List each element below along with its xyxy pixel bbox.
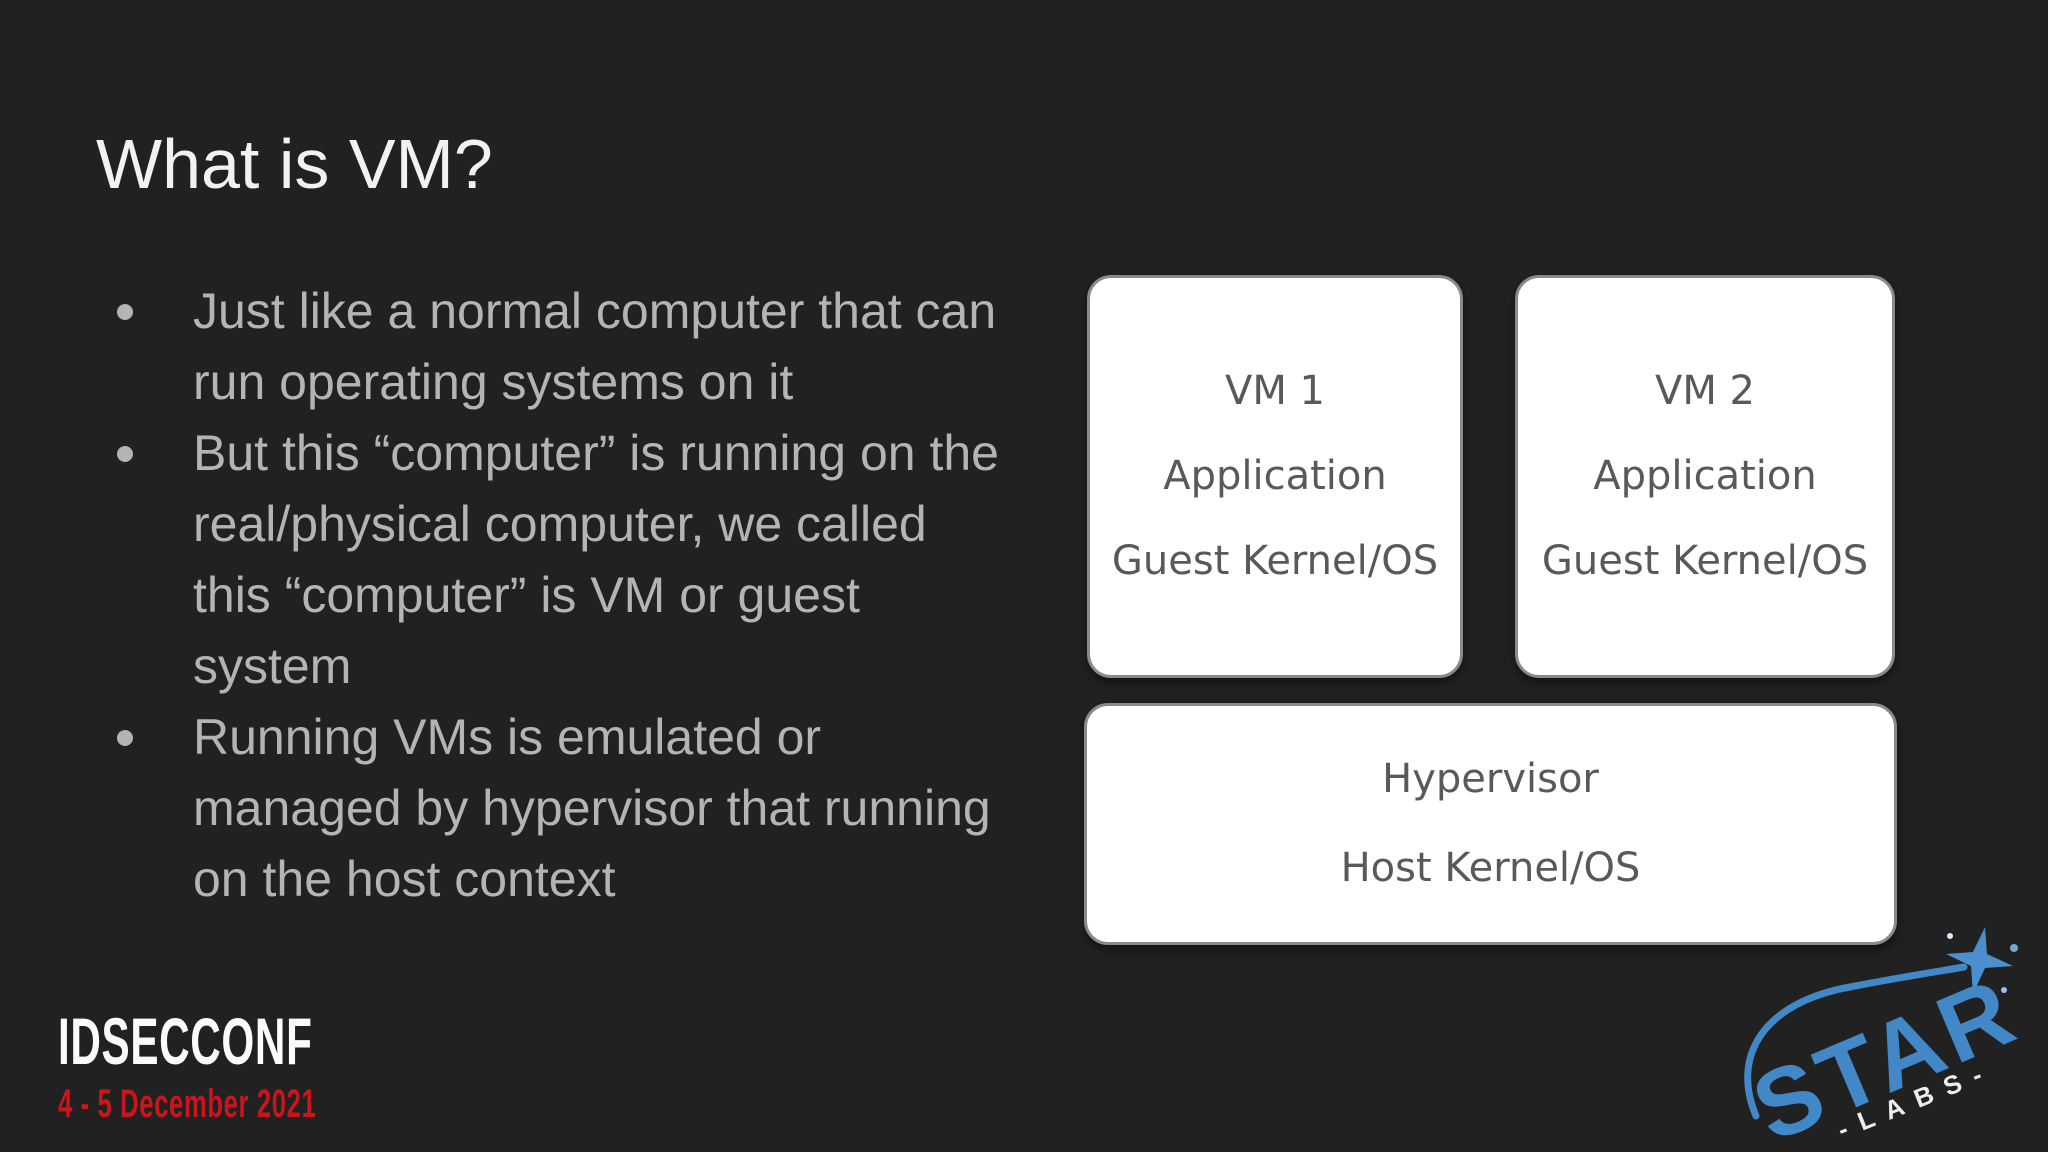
- vm2-layer-guest-kernel: Guest Kernel/OS: [1541, 538, 1869, 584]
- vm2-title: VM 2: [1654, 368, 1756, 414]
- bullet-icon: [117, 304, 133, 320]
- bullet-line: Just like a normal computer that can: [193, 283, 997, 339]
- list-item: But this “computer” is running on the re…: [117, 418, 999, 702]
- hypervisor-box: Hypervisor Host Kernel/OS: [1084, 703, 1897, 945]
- starlabs-logo-graphic: STAR -LABS-: [1738, 927, 2033, 1152]
- host-layer-host-kernel: Host Kernel/OS: [1340, 845, 1641, 891]
- vm1-title: VM 1: [1224, 368, 1326, 414]
- bullet-line: this “computer” is VM or guest: [193, 567, 860, 623]
- starlabs-logo: STAR -LABS-: [1716, 908, 2046, 1152]
- star-icon: [1946, 927, 2013, 994]
- swoosh-arc: [1744, 963, 1968, 1120]
- vm1-layer-application: Application: [1163, 453, 1387, 499]
- vm1-layer-guest-kernel: Guest Kernel/OS: [1111, 538, 1439, 584]
- bullet-line: real/physical computer, we called: [193, 496, 927, 552]
- vm1-box: VM 1 Application Guest Kernel/OS: [1087, 275, 1463, 678]
- bullet-line: Running VMs is emulated or: [193, 709, 822, 765]
- bullet-list: Just like a normal computer that can run…: [117, 276, 999, 915]
- bullet-icon: [117, 446, 133, 462]
- vm2-layer-application: Application: [1593, 453, 1817, 499]
- list-item: Running VMs is emulated or managed by hy…: [117, 702, 999, 915]
- sparkle-dot: [2001, 987, 2007, 993]
- page-title: What is VM?: [96, 125, 493, 203]
- vm2-box: VM 2 Application Guest Kernel/OS: [1515, 275, 1895, 678]
- sparkle-dot: [2010, 944, 2018, 952]
- list-item: Just like a normal computer that can run…: [117, 276, 999, 418]
- sparkle-dot: [1953, 997, 1959, 1003]
- bullet-line: But this “computer” is running on the: [193, 425, 999, 481]
- bullet-line: system: [193, 638, 352, 694]
- sparkle-dot: [1947, 933, 1953, 939]
- conference-date: 4 - 5 December 2021: [58, 1082, 317, 1126]
- host-layer-hypervisor: Hypervisor: [1382, 756, 1599, 802]
- bullet-line: managed by hypervisor that running: [193, 780, 991, 836]
- bullet-line: on the host context: [193, 851, 616, 907]
- conference-logo-text: IDSECCONF: [58, 1004, 313, 1078]
- bullet-icon: [117, 730, 133, 746]
- bullet-line: run operating systems on it: [193, 354, 794, 410]
